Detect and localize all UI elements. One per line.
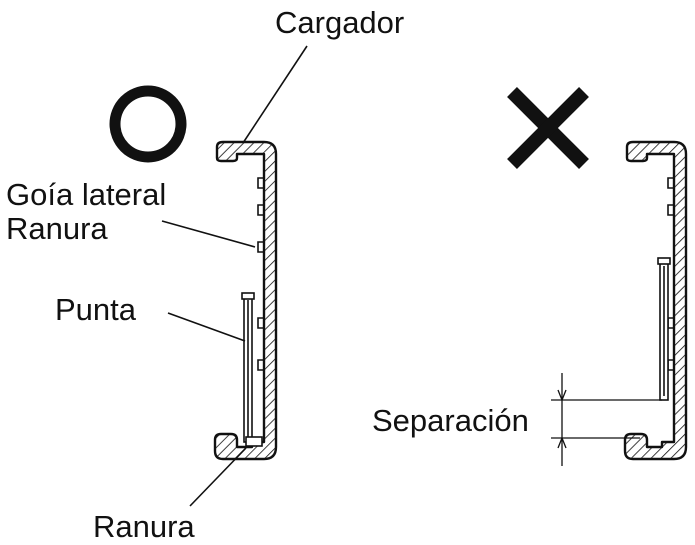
correct-circle-icon <box>109 85 187 163</box>
label-guia-ranura: Ranura <box>6 211 108 246</box>
leader-punta <box>167 312 246 342</box>
leader-ranura <box>189 447 247 507</box>
magazine-right <box>551 140 688 466</box>
side-guide-notches <box>257 177 264 371</box>
label-guia-lateral: Goía lateral <box>6 177 166 212</box>
magazine-left-wall <box>213 140 278 461</box>
magazine-left <box>213 140 278 461</box>
leader-cargador <box>242 45 308 144</box>
leader-guia <box>161 220 256 248</box>
label-punta: Punta <box>55 292 137 327</box>
label-cargador: Cargador <box>275 5 404 40</box>
label-ranura-bottom: Ranura <box>93 509 195 544</box>
label-separacion: Separación <box>372 403 529 438</box>
magazine-right-wall <box>623 140 688 461</box>
incorrect-cross-icon <box>507 87 589 169</box>
side-guide-notches-right <box>667 177 674 371</box>
